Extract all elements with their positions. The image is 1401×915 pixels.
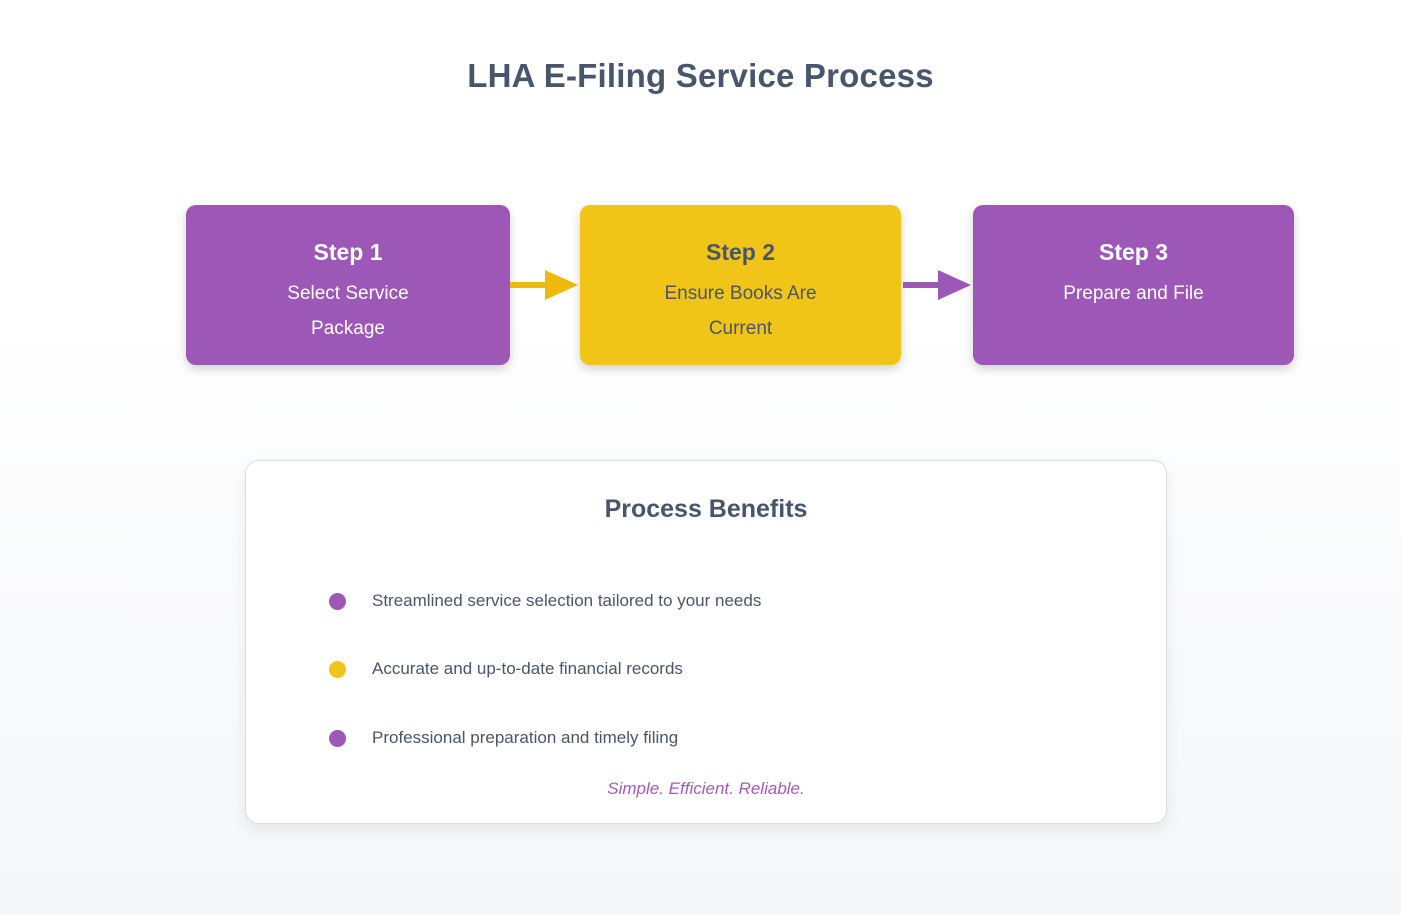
benefit-text: Accurate and up-to-date financial record… [372,659,683,678]
benefits-title: Process Benefits [604,495,808,523]
step-3-description: Prepare and File [1063,283,1204,304]
arrow-1-head-icon [545,270,578,300]
arrow-1-shaft [510,282,546,288]
benefit-item: Accurate and up-to-date financial record… [329,657,683,681]
step-1-description: Select Service Package [287,283,409,339]
step-1-label: Step 1 [313,239,383,265]
arrow-2-head-icon [938,270,971,300]
benefit-item: Streamlined service selection tailored t… [329,589,761,613]
process-benefits-card: Process Benefits Streamlined service sel… [245,460,1167,824]
tagline: Simple. Efficient. Reliable. [607,779,805,798]
bullet-dot-icon [329,729,346,747]
bullet-dot-icon [329,660,346,678]
step-2-label: Step 2 [705,239,776,265]
bullet-dot-icon [329,592,346,610]
benefit-item: Professional preparation and timely fili… [329,726,678,750]
page-title: LHA E-Filing Service Process [467,57,934,94]
step-box-1: Step 1 Select Service Package [186,205,510,365]
arrow-2-shaft [903,282,939,288]
step-3-label: Step 3 [1098,239,1169,265]
step-box-2: Step 2 Ensure Books Are Current [580,205,901,365]
benefit-text: Professional preparation and timely fili… [372,728,679,747]
step-box-3: Step 3 Prepare and File [973,205,1294,365]
step-2-description: Ensure Books Are Current [664,283,817,339]
benefit-text: Streamlined service selection tailored t… [372,591,762,610]
